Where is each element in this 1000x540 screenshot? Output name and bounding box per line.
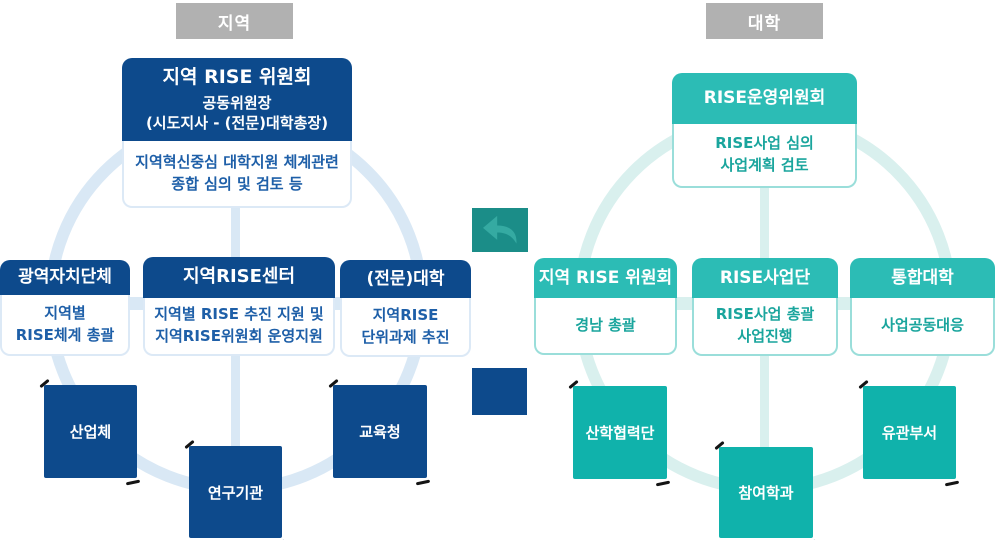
box-body: 경남 총괄 bbox=[534, 298, 677, 355]
connector-line bbox=[760, 350, 769, 451]
college-box: (전문)대학 지역RISE 단위과제 추진 bbox=[340, 260, 471, 357]
box-body: 사업공동대응 bbox=[850, 298, 995, 356]
region-section-label: 지역 bbox=[176, 3, 293, 39]
box-subtitle: 공동위원장 bbox=[202, 94, 272, 113]
connector-line bbox=[126, 297, 146, 310]
link-square-icon bbox=[472, 368, 527, 415]
participating-department-node: 참여학과 bbox=[719, 447, 813, 538]
box-body: 지역RISE 단위과제 추진 bbox=[340, 298, 471, 357]
rise-project-group-box: RISE사업단 RISE사업 총괄 사업진행 bbox=[692, 258, 838, 356]
box-header: 광역자치단체 bbox=[0, 260, 130, 295]
box-subtitle: (시도지사 - (전문)대학총장) bbox=[145, 114, 329, 133]
region-rise-center-box: 지역RISE센터 지역별 RISE 추진 지원 및 지역RISE위원회 운영지원 bbox=[143, 257, 335, 356]
box-body: 지역별 RISE체계 총괄 bbox=[0, 295, 130, 356]
research-institute-node: 연구기관 bbox=[189, 446, 282, 538]
rise-operating-committee-box: RISE운영위원회 RISE사업 심의 사업계획 검토 bbox=[672, 73, 857, 188]
box-header: 지역 RISE 위원회 공동위원장 (시도지사 - (전문)대학총장) bbox=[122, 58, 352, 141]
industry-node: 산업체 bbox=[44, 385, 137, 478]
box-header: (전문)대학 bbox=[340, 260, 471, 298]
university-section-label: 대학 bbox=[706, 3, 823, 39]
box-body: RISE사업 심의 사업계획 검토 bbox=[672, 124, 857, 188]
region-rise-committee-box: 지역 RISE 위원회 공동위원장 (시도지사 - (전문)대학총장) 지역혁신… bbox=[122, 58, 352, 208]
industry-cooperation-node: 산학협력단 bbox=[573, 386, 667, 479]
box-header: RISE운영위원회 bbox=[672, 73, 857, 124]
connector-line bbox=[231, 203, 240, 263]
integrated-university-box: 통합대학 사업공동대응 bbox=[850, 258, 995, 356]
regional-government-box: 광역자치단체 지역별 RISE체계 총괄 bbox=[0, 260, 130, 356]
box-header: 지역 RISE 위원회 bbox=[534, 258, 677, 298]
box-header: 통합대학 bbox=[850, 258, 995, 298]
box-body: 지역별 RISE 추진 지원 및 지역RISE위원회 운영지원 bbox=[143, 298, 335, 356]
exchange-arrow-icon bbox=[472, 208, 528, 252]
connector-line bbox=[836, 297, 852, 310]
box-header: 지역RISE센터 bbox=[143, 257, 335, 298]
education-office-node: 교육청 bbox=[333, 385, 427, 478]
box-header: RISE사업단 bbox=[692, 258, 838, 298]
connector-line bbox=[675, 297, 694, 310]
box-title: 지역 RISE 위원회 bbox=[162, 66, 312, 89]
box-body: RISE사업 총괄 사업진행 bbox=[692, 298, 838, 356]
region-rise-committee-node-box: 지역 RISE 위원회 경남 총괄 bbox=[534, 258, 677, 355]
box-body: 지역혁신중심 대학지원 체계관련 종합 심의 및 검토 등 bbox=[122, 141, 352, 208]
related-department-node: 유관부서 bbox=[863, 386, 956, 479]
connector-line bbox=[231, 350, 240, 450]
connector-line bbox=[760, 185, 769, 263]
